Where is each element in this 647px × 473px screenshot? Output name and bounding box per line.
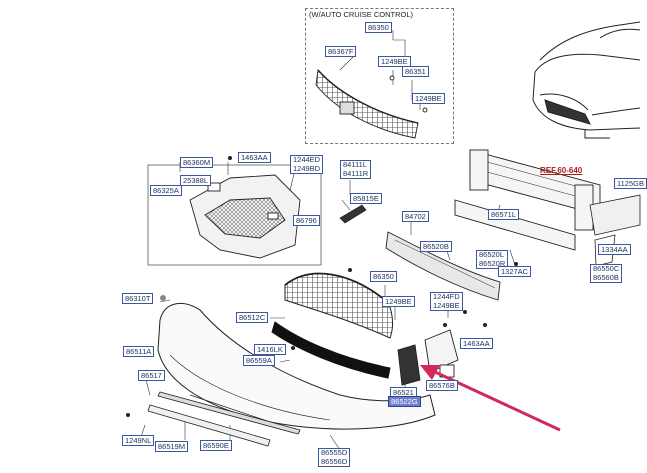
part-label-1249NL[interactable]: 1249NL [122, 435, 155, 446]
part-label-84111R-text: 84111R [343, 168, 369, 178]
part-label-25388L[interactable]: 25388L [180, 175, 212, 186]
part-label-86351[interactable]: 86351 [402, 66, 429, 77]
part-label-86519M[interactable]: 86519M [155, 441, 189, 452]
bracket-shape [339, 204, 367, 224]
part-label-1244ED-text: 1244ED [293, 155, 321, 164]
bumper-cover [157, 302, 436, 433]
part-label-86520B[interactable]: 86520B [420, 241, 452, 252]
fasteners [126, 156, 518, 417]
part-label-86556D-text: 86556D [321, 456, 348, 466]
part-label-1249BE[interactable]: 1249BE [382, 296, 415, 307]
lower-grille [271, 321, 391, 379]
part-label-86550C-text: 86550C [593, 264, 620, 273]
part-label-1463AA[interactable]: 1463AA [238, 152, 271, 163]
part-label-86522G-highlighted[interactable]: 86522G [388, 396, 421, 407]
inset-radar-grille [315, 68, 428, 139]
part-label-86520L-text: 86520L [479, 250, 505, 259]
panel-group-box [147, 164, 322, 266]
part-label-85815E[interactable]: 85815E [350, 193, 382, 204]
part-label-86590E[interactable]: 86590E [200, 440, 232, 451]
part-label-86360M[interactable]: 86360M [180, 157, 214, 168]
part-label-86559A[interactable]: 86559A [243, 355, 275, 366]
part-label-84111L-text: 84111L [343, 160, 367, 169]
part-label-86511A[interactable]: 86511A [123, 346, 155, 357]
part-label-86555D-text: 86555D [321, 448, 348, 457]
part-label-86350[interactable]: 86350 [370, 271, 397, 282]
part-label-1334AA[interactable]: 1334AA [598, 244, 631, 255]
part-label-1463AA[interactable]: 1463AA [460, 338, 493, 349]
side-bracket [589, 194, 641, 267]
part-label-1249BE[interactable]: 1249BE [412, 93, 445, 104]
reference-link[interactable]: REF.60-640 [540, 166, 583, 175]
part-label-86560B-text: 86560B [593, 272, 619, 282]
part-label-1249BD-text: 1249BD [293, 163, 321, 173]
crash-beam [454, 149, 601, 251]
part-label-86310T[interactable]: 86310T [122, 293, 154, 304]
part-label-1249BE[interactable]: 1249BE [378, 56, 411, 67]
part-label-86520R-text: 86520R [479, 258, 506, 268]
part-label-86367F[interactable]: 86367F [325, 46, 357, 57]
part-label-1244FD-text: 1244FD [433, 292, 460, 301]
lower-trim [147, 391, 301, 447]
part-label-1125GB[interactable]: 1125GB [614, 178, 647, 189]
part-label-86576B[interactable]: 86576B [426, 380, 458, 391]
part-label-86512C[interactable]: 86512C [236, 312, 269, 323]
part-label-86796[interactable]: 86796 [293, 215, 320, 226]
highlight-arrow [420, 365, 561, 432]
part-label-1327AC[interactable]: 1327AC [498, 266, 532, 277]
fog-bezel [397, 329, 459, 386]
part-label-86325A[interactable]: 86325A [150, 185, 182, 196]
part-label-1416LK[interactable]: 1416LK [254, 344, 286, 355]
radiator-grille [284, 272, 393, 339]
vehicle-sketch [532, 21, 641, 139]
part-label-86571L[interactable]: 86571L [488, 209, 520, 220]
part-label-86350-inset[interactable]: 86350 [365, 22, 392, 33]
inset-title: (W/AUTO CRUISE CONTROL) [309, 10, 414, 19]
auto-cruise-inset-frame [305, 8, 454, 144]
under-cover-panel [189, 174, 301, 259]
part-label-84702[interactable]: 84702 [402, 211, 429, 222]
part-label-1249BE-text: 1249BE [433, 300, 460, 310]
part-label-86517[interactable]: 86517 [138, 370, 165, 381]
